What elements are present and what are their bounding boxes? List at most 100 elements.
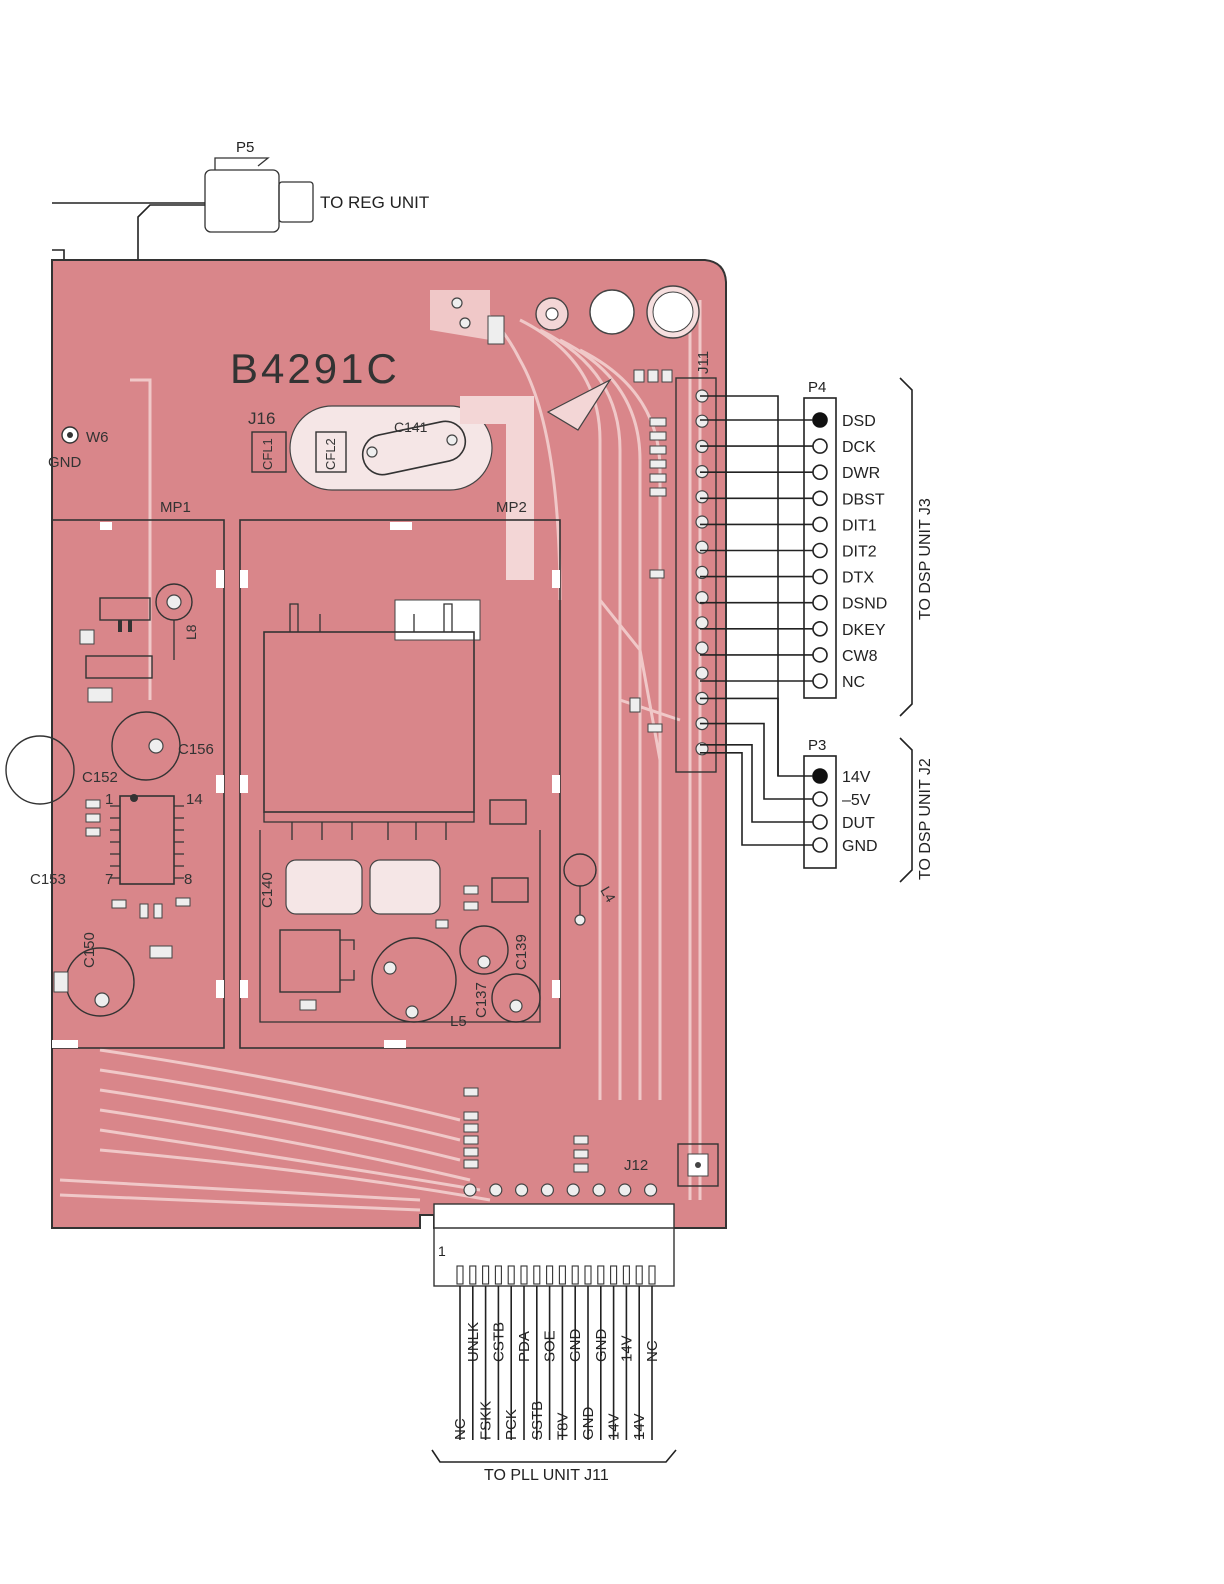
- p4-pin: [812, 673, 828, 689]
- j12-pin: [648, 1265, 656, 1285]
- ref-cfl2: CFL2: [323, 438, 338, 470]
- j11-pad: [695, 414, 709, 428]
- ref-c139: C139: [513, 934, 530, 970]
- pcb-board: B4291C J16 CFL1 CFL2 C141 W6 GND MP1 MP2: [5, 259, 727, 1229]
- j12-pin: [482, 1265, 490, 1285]
- j12-pin-label: GND: [580, 1407, 597, 1441]
- j12-pin-label: FSKK: [478, 1401, 495, 1440]
- j11-pad: [695, 641, 709, 655]
- ref-l8: L8: [183, 624, 199, 640]
- ref-c153: C153: [30, 871, 66, 888]
- ref-gnd: GND: [48, 454, 82, 471]
- p4-pin: [812, 594, 828, 611]
- j12-pin: [622, 1265, 630, 1285]
- j12-pin: [584, 1265, 592, 1285]
- p4-connector: P4 DSDDCKDWRDBSTDIT1DIT2DTXDSNDDKEYCW8NC…: [803, 377, 934, 717]
- ref-l5: L5: [450, 1013, 467, 1030]
- j12-pin-label: UNLK: [465, 1322, 482, 1362]
- j12-group-label: TO PLL UNIT J11: [484, 1467, 609, 1484]
- p4-pin-label: DCK: [842, 439, 876, 456]
- j12-pad: [540, 1183, 555, 1197]
- j12-pad: [514, 1183, 529, 1197]
- j12-pin: [507, 1265, 515, 1285]
- j11-pad: [695, 590, 709, 605]
- j12-pin: [610, 1265, 618, 1285]
- j12-pin-label: 14V: [618, 1335, 635, 1362]
- p4-pin-label: DSND: [842, 596, 887, 613]
- j12-pin: [456, 1265, 464, 1285]
- j12-pin-label: GND: [593, 1329, 610, 1363]
- c141-footprint: [361, 420, 467, 476]
- j12-pad: [643, 1183, 658, 1197]
- p3-pin: [812, 768, 828, 784]
- board-part-number: B4291C: [230, 345, 400, 392]
- j12-pin-label: GND: [567, 1329, 584, 1363]
- cfl1-footprint: [251, 431, 287, 473]
- p3-pin: [812, 791, 828, 807]
- p4-pin: [812, 490, 828, 507]
- j12-pin-label: 14V: [631, 1413, 648, 1440]
- p4-pin-label: DBST: [842, 491, 885, 508]
- j11-pad: [695, 616, 709, 630]
- j12-pin-label: T8V: [554, 1412, 571, 1440]
- ic-pin-7: 7: [105, 871, 113, 888]
- p3-pin-label: –5V: [842, 792, 871, 809]
- p4-pin: [812, 647, 828, 663]
- j12-pin-label: SSTB: [529, 1401, 546, 1440]
- j11-pad: [695, 565, 709, 580]
- j12-pin-label: NC: [452, 1418, 469, 1440]
- j12-pin-label: SOE: [542, 1330, 559, 1362]
- p4-pin: [812, 620, 828, 637]
- j12-pad: [463, 1183, 477, 1197]
- j12-pin: [546, 1265, 554, 1285]
- j11-pad: [695, 515, 709, 529]
- ref-j12: J12: [624, 1157, 648, 1174]
- j11-pad: [695, 540, 709, 554]
- ref-w6: W6: [86, 429, 109, 446]
- p5-name: P5: [236, 139, 254, 156]
- p3-pin-label: 14V: [842, 769, 871, 786]
- j12-pin-label: CSTB: [490, 1322, 507, 1362]
- ref-c150: C150: [81, 932, 98, 968]
- p4-pin: [812, 412, 828, 428]
- connector-wires: [700, 395, 813, 846]
- j12-pin-label: 14V: [606, 1413, 623, 1440]
- ref-cfl1: CFL1: [260, 438, 275, 470]
- ref-mp2: MP2: [496, 499, 527, 516]
- c156-capacitor: [111, 711, 181, 781]
- j12-pin-label: NC: [644, 1340, 661, 1362]
- j12-pin: [597, 1265, 605, 1285]
- p3-name: P3: [808, 737, 826, 754]
- ref-j11: J11: [695, 351, 712, 374]
- j12-pin: [635, 1265, 643, 1285]
- p3-pin-label: GND: [842, 838, 878, 855]
- p3-group-label: TO DSP UNIT J2: [917, 758, 934, 880]
- p4-pin: [812, 438, 828, 454]
- j12-pad: [489, 1183, 503, 1197]
- j12-pin: [571, 1265, 579, 1285]
- p4-pin: [812, 464, 828, 481]
- ref-j16: J16: [248, 409, 275, 428]
- ref-l4: L4: [597, 884, 619, 906]
- p3-wire: [700, 722, 813, 800]
- j12-pin-label: PCK: [503, 1409, 520, 1440]
- ic-pin-1: 1: [105, 791, 113, 808]
- p3-wire: [700, 395, 779, 776]
- j12-pin: [558, 1265, 566, 1285]
- p5-label: TO REG UNIT: [320, 193, 429, 212]
- ref-c152: C152: [82, 769, 118, 786]
- p4-pin-label: DWR: [842, 465, 880, 482]
- j12-pad: [566, 1183, 580, 1197]
- j12-pin: [520, 1265, 528, 1285]
- c141-pad-area: [289, 405, 493, 491]
- p3-pin: [812, 837, 828, 853]
- p4-pin: [812, 542, 828, 559]
- p4-pin-label: DIT2: [842, 544, 877, 561]
- ref-c140: C140: [259, 872, 276, 908]
- j12-pin: [533, 1265, 541, 1285]
- ic-pin-14: 14: [186, 791, 203, 808]
- p4-pin-label: DIT1: [842, 517, 877, 534]
- j11-pad: [695, 742, 709, 756]
